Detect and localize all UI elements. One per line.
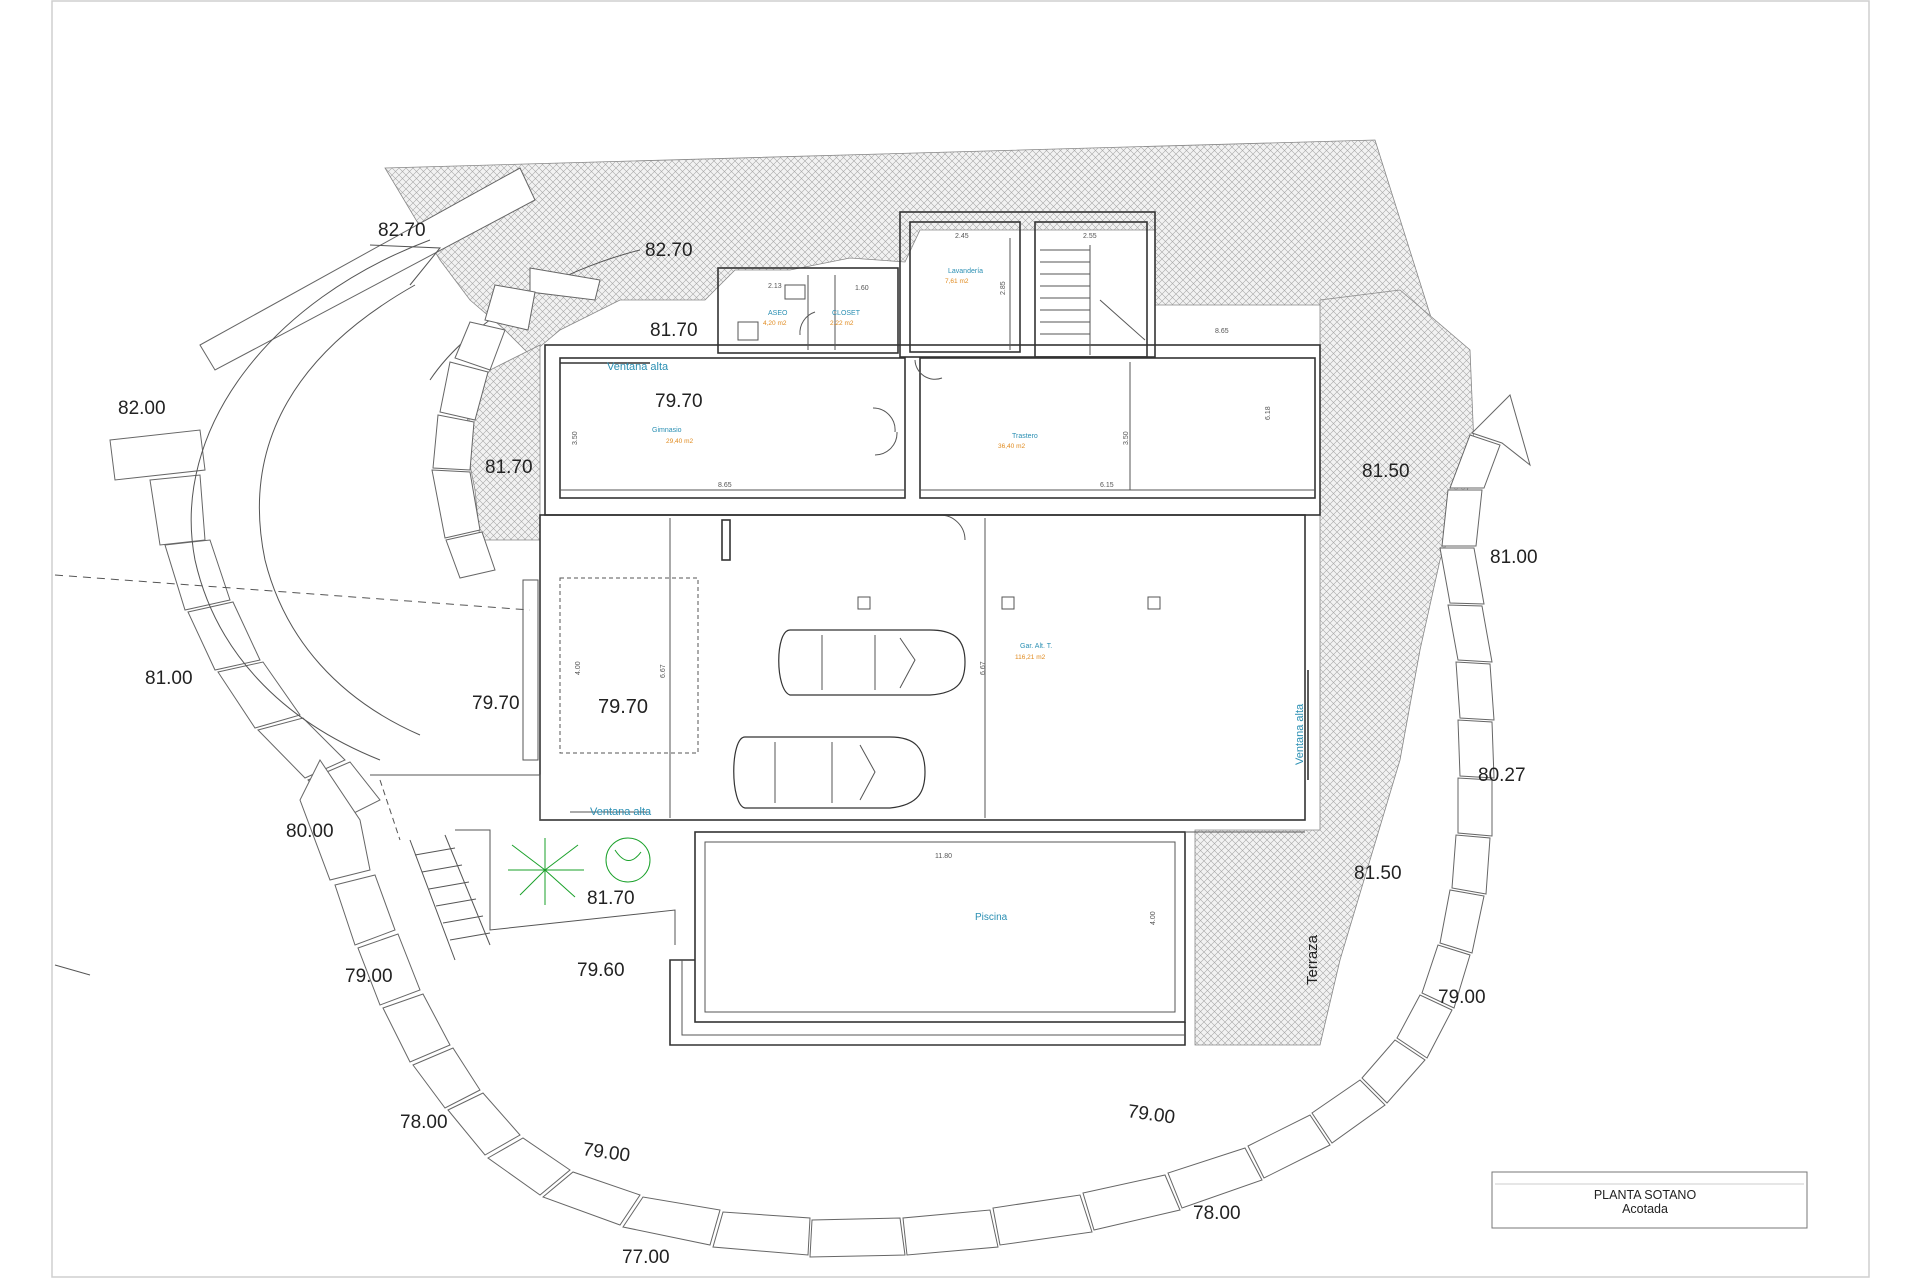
elevation-label: 79.00 xyxy=(581,1139,631,1166)
window-label: Ventana alta xyxy=(607,361,669,373)
elevation-label: 77.00 xyxy=(622,1247,670,1268)
elevation-label: 81.70 xyxy=(485,457,533,478)
room-name: Trastero xyxy=(1012,433,1038,440)
elevation-label: 79.70 xyxy=(472,693,520,714)
elevation-label: 78.00 xyxy=(400,1112,448,1133)
tree-plant xyxy=(605,837,651,883)
car-2 xyxy=(733,736,926,809)
pool-label: Piscina xyxy=(975,912,1008,923)
dimension-label: 11.80 xyxy=(935,853,952,860)
elevation-label: 81.50 xyxy=(1354,863,1402,884)
room-name: CLOSET xyxy=(832,310,861,317)
window-label: Ventana alta xyxy=(590,806,652,818)
building xyxy=(370,211,1321,1046)
stair xyxy=(1040,245,1146,355)
dimension-label: 3.50 xyxy=(1123,431,1130,445)
elevation-label: 78.00 xyxy=(1193,1203,1241,1224)
room-name: ASEO xyxy=(768,310,788,317)
dimension-label: 8.65 xyxy=(718,482,732,489)
elevation-label: 79.00 xyxy=(1438,987,1486,1008)
elevation-label: 79.60 xyxy=(577,960,625,981)
dimension-label: 4.00 xyxy=(575,661,582,675)
terrace-label: Terraza xyxy=(1304,934,1321,985)
elevation-label: 80.00 xyxy=(286,821,334,842)
elevation-label: 82.70 xyxy=(645,240,693,261)
room-area: 29,40 m2 xyxy=(666,438,693,445)
dimension-label: 2.55 xyxy=(1083,233,1097,240)
dimension-label: 1.60 xyxy=(855,285,869,292)
dimension-label: 3.50 xyxy=(572,431,579,445)
room-name: Lavandería xyxy=(948,268,983,275)
elevation-label: 81.70 xyxy=(650,320,698,341)
room-labels: Ventana alta Ventana alta Ventana alta T… xyxy=(590,268,1321,985)
room-area: 2,22 m2 xyxy=(830,320,854,327)
dimension-label: 8.65 xyxy=(1215,328,1229,335)
stone-wall-outer xyxy=(109,167,1531,1258)
room-name: Gimnasio xyxy=(652,427,682,434)
dimension-label: 4.00 xyxy=(1150,911,1157,925)
title-block-subtitle: Acotada xyxy=(1622,1202,1668,1216)
room-name: Gar. Alt. T. xyxy=(1020,643,1052,650)
dimension-label: 2.45 xyxy=(955,233,969,240)
elevation-label: 80.27 xyxy=(1478,765,1526,786)
terrain-hatch-right xyxy=(1194,289,1476,1046)
dimension-label: 6.67 xyxy=(660,664,667,678)
room-area: 36,40 m2 xyxy=(998,443,1025,450)
title-block: PLANTA SOTANO Acotada xyxy=(1491,1171,1808,1229)
dimension-label: 6.67 xyxy=(980,661,987,675)
room-area: 116,21 m2 xyxy=(1015,654,1046,661)
title-block-title: PLANTA SOTANO xyxy=(1594,1188,1697,1202)
sheet-frame xyxy=(51,0,1870,1278)
dimension-label: 6.18 xyxy=(1265,406,1272,420)
elevation-label: 79.00 xyxy=(1126,1101,1176,1128)
dimension-label: 2.85 xyxy=(1000,281,1007,295)
exterior-stair xyxy=(370,774,676,961)
elevation-label: 81.00 xyxy=(145,668,193,689)
elevation-label: 81.50 xyxy=(1362,461,1410,482)
dimensions: 2.45 2.55 2.13 1.60 8.65 8.65 6.15 3.50 … xyxy=(572,233,1272,925)
elevation-label: 82.00 xyxy=(118,398,166,419)
dimension-label: 2.13 xyxy=(768,283,782,290)
car-1 xyxy=(778,629,966,696)
elevation-label: 82.70 xyxy=(378,220,426,241)
room-area: 7,61 m2 xyxy=(945,278,969,285)
elevation-label: 81.70 xyxy=(587,888,635,909)
room-area: 4,20 m2 xyxy=(763,320,787,327)
elevation-label: 81.00 xyxy=(1490,547,1538,568)
dimension-label: 6.15 xyxy=(1100,482,1114,489)
elevation-label: 79.70 xyxy=(598,696,648,718)
elevation-label: 79.70 xyxy=(655,391,703,412)
stone-wall-inner xyxy=(431,267,601,579)
palm-plant xyxy=(508,838,584,905)
window-label: Ventana alta xyxy=(1294,703,1306,765)
terrain-hatch-top xyxy=(384,139,1471,561)
elevation-label: 79.00 xyxy=(345,966,393,987)
